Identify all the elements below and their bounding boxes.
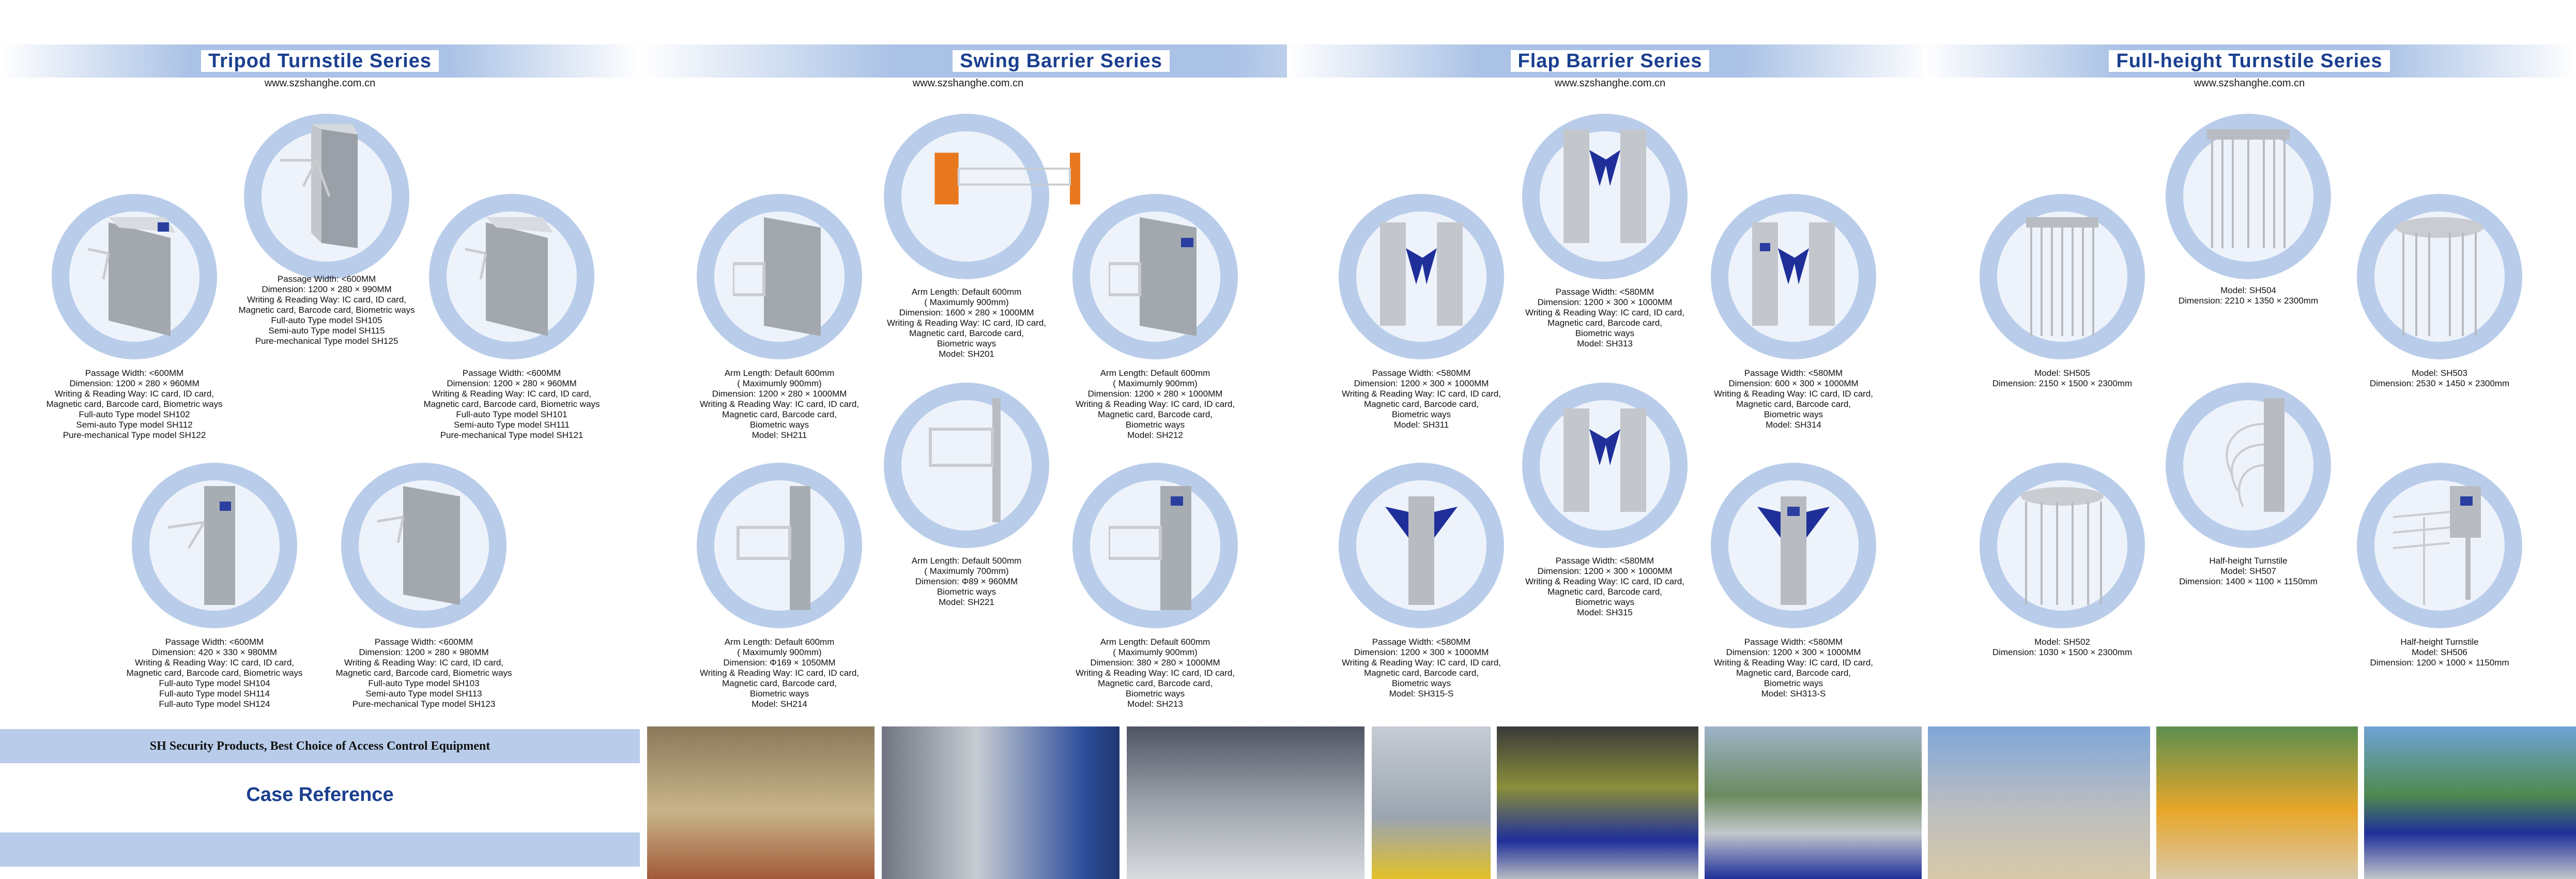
case-photo xyxy=(1372,726,1491,879)
case-photo xyxy=(1705,726,1922,879)
case-photo xyxy=(882,726,1120,879)
spec-text: Passage Width: <580MM Dimension: 1200 × … xyxy=(1714,637,1873,699)
case-photo xyxy=(1928,726,2150,879)
decorative-bar xyxy=(0,832,640,867)
spec-text: Passage Width: <600MM Dimension: 420 × 3… xyxy=(126,637,303,709)
case-photo xyxy=(2364,726,2576,879)
flap-barrier-icon xyxy=(1757,496,1830,605)
case-photo xyxy=(647,726,875,879)
case-photo xyxy=(1127,726,1364,879)
section-header-fullheight: Full-height Turnstile Series xyxy=(1923,44,2576,78)
website-url: www.szshanghe.com.cn xyxy=(264,78,376,89)
swing-barrier-icon xyxy=(934,153,1080,205)
flap-barrier-icon xyxy=(1563,408,1646,512)
spec-text: Model: SH502 Dimension: 1030 × 1500 × 23… xyxy=(1992,637,2133,657)
spec-text: Passage Width: <580MM Dimension: 600 × 3… xyxy=(1714,368,1873,430)
spec-text: Passage Width: <580MM Dimension: 1200 × … xyxy=(1342,637,1501,699)
spec-text: Arm Length: Default 600mm ( Maximumly 90… xyxy=(700,637,859,709)
spec-text: Passage Width: <580MM Dimension: 1200 × … xyxy=(1342,368,1501,430)
tripod-turnstile-icon xyxy=(168,486,235,605)
full-height-turnstile-icon xyxy=(2226,398,2284,512)
tripod-turnstile-icon xyxy=(465,217,553,336)
spec-text: Passage Width: <600MM Dimension: 1200 × … xyxy=(46,368,223,440)
spec-text: Arm Length: Default 600mm ( Maximumly 90… xyxy=(1076,637,1235,709)
swing-barrier-icon xyxy=(929,398,1001,522)
website-url: www.szshanghe.com.cn xyxy=(912,78,1024,89)
swing-barrier-icon xyxy=(1109,217,1197,336)
spec-text: Arm Length: Default 600mm ( Maximumly 90… xyxy=(700,368,859,440)
section-header-tripod: Tripod Turnstile Series xyxy=(0,44,640,78)
spec-text: Model: SH504 Dimension: 2210 × 1350 × 23… xyxy=(2178,285,2319,306)
tripod-turnstile-icon xyxy=(377,486,460,605)
spec-text: Half-height Turnstile Model: SH507 Dimen… xyxy=(2179,556,2318,586)
full-height-turnstile-icon xyxy=(2396,217,2483,336)
case-photo xyxy=(2156,726,2358,879)
website-url: www.szshanghe.com.cn xyxy=(2194,78,2305,89)
slogan-banner: SH Security Products, Best Choice of Acc… xyxy=(0,729,640,763)
spec-text: Passage Width: <600MM Dimension: 1200 × … xyxy=(238,274,415,346)
section-title: Tripod Turnstile Series xyxy=(201,50,439,72)
website-url: www.szshanghe.com.cn xyxy=(1554,78,1666,89)
section-header-flap: Flap Barrier Series xyxy=(1287,44,1933,78)
spec-text: Arm Length: Default 500mm ( Maximumly 70… xyxy=(911,556,1022,607)
tripod-turnstile-icon xyxy=(280,124,358,248)
swing-barrier-icon xyxy=(1109,486,1191,610)
spec-text: Passage Width: <600MM Dimension: 1200 × … xyxy=(423,368,600,440)
tripod-turnstile-icon xyxy=(88,217,176,336)
full-height-turnstile-icon xyxy=(2207,129,2290,248)
spec-text: Model: SH505 Dimension: 2150 × 1500 × 23… xyxy=(1992,368,2133,388)
flap-barrier-icon xyxy=(1752,222,1835,326)
swing-barrier-icon xyxy=(737,486,810,610)
spec-text: Arm Length: Default 600mm ( Maximumly 90… xyxy=(887,287,1046,359)
flap-barrier-icon xyxy=(1563,129,1646,243)
full-height-turnstile-icon xyxy=(2026,217,2098,336)
spec-text: Passage Width: <600MM Dimension: 1200 × … xyxy=(335,637,512,709)
spec-text: Model: SH503 Dimension: 2530 × 1450 × 23… xyxy=(2369,368,2510,388)
section-title: Flap Barrier Series xyxy=(1510,50,1710,72)
swing-barrier-icon xyxy=(733,217,821,336)
section-title: Swing Barrier Series xyxy=(953,50,1170,72)
flap-barrier-icon xyxy=(1385,496,1458,605)
spec-text: Half-height Turnstile Model: SH506 Dimen… xyxy=(2370,637,2509,668)
spec-text: Passage Width: <580MM Dimension: 1200 × … xyxy=(1525,287,1684,348)
spec-text: Passage Width: <580MM Dimension: 1200 × … xyxy=(1525,556,1684,617)
flap-barrier-icon xyxy=(1380,222,1463,326)
full-height-turnstile-icon xyxy=(2393,486,2481,605)
case-reference-title: Case Reference xyxy=(246,784,394,806)
section-title: Full-height Turnstile Series xyxy=(2109,50,2390,72)
full-height-turnstile-icon xyxy=(2021,487,2104,605)
case-reference-panel: SH Security Products, Best Choice of Acc… xyxy=(0,724,640,879)
case-photo xyxy=(1497,726,1698,879)
section-header-swing: Swing Barrier Series xyxy=(640,44,1482,78)
spec-text: Arm Length: Default 600mm ( Maximumly 90… xyxy=(1076,368,1235,440)
